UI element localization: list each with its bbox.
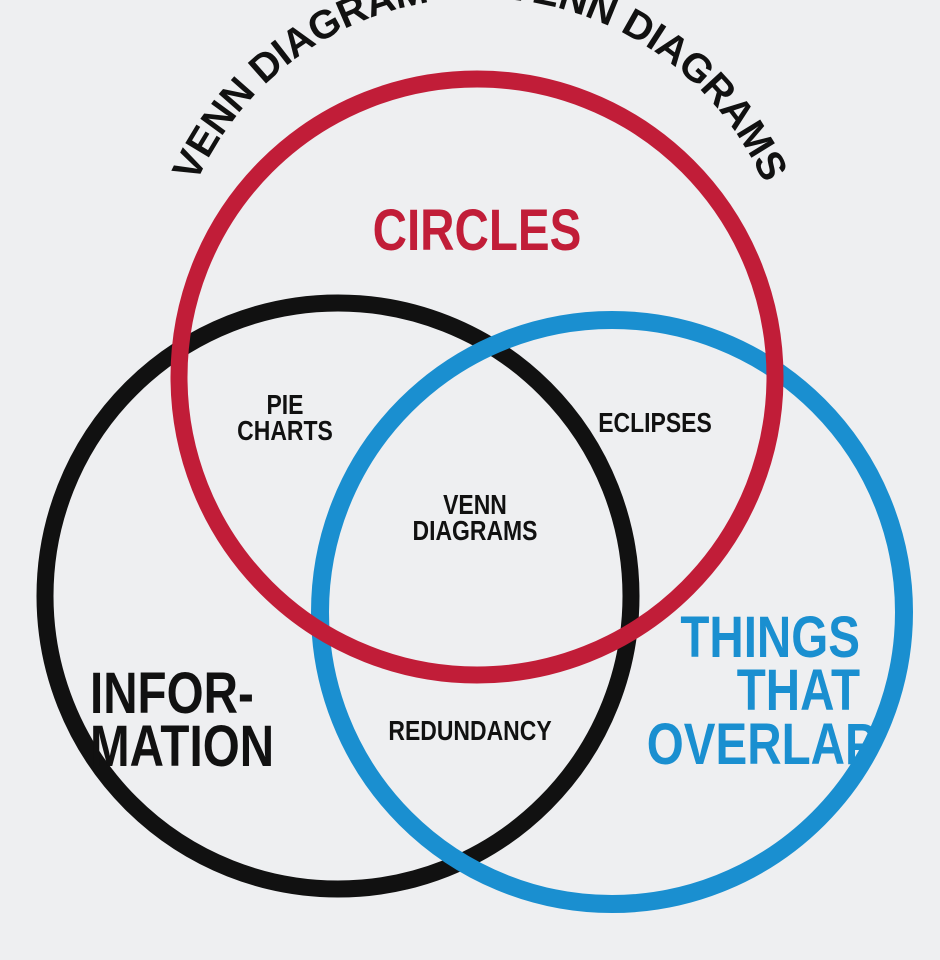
- intersection-eclipses: ECLIPSES: [598, 407, 712, 438]
- set-label-things-that-overlap: THINGS THAT OVERLAP: [646, 605, 877, 777]
- intersection-venn-diagrams: VENN DIAGRAMS: [412, 489, 538, 546]
- circle-circles: [170, 70, 784, 684]
- diagram-title-text: VENN DIAGRAM OF VENN DIAGRAMS: [165, 0, 796, 187]
- intersection-pie-charts: PIE CHARTS: [237, 389, 333, 446]
- intersection-redundancy: REDUNDANCY: [388, 715, 552, 746]
- circle-information: [36, 294, 640, 898]
- circle-things-that-overlap: [311, 311, 913, 913]
- set-label-information: INFOR- MATION: [90, 661, 275, 780]
- diagram-title: VENN DIAGRAM OF VENN DIAGRAMS: [165, 0, 796, 187]
- set-label-circles: CIRCLES: [372, 198, 582, 263]
